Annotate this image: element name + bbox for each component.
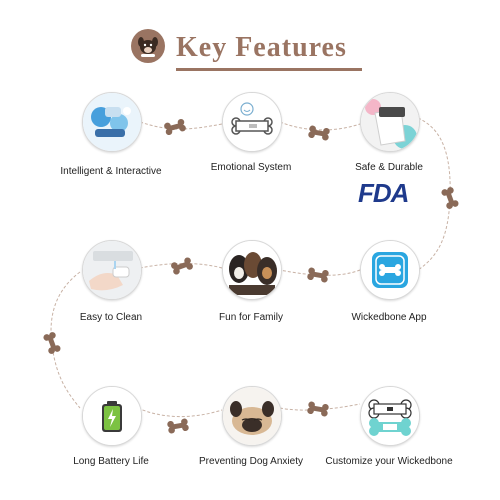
feature-label-anxiety: Preventing Dog Anxiety [199, 456, 303, 467]
customize-bone-image [360, 386, 420, 446]
app-icon [360, 240, 420, 300]
safe-durable-image [360, 92, 420, 152]
family-dogs-image [222, 240, 282, 300]
feature-label-family: Fun for Family [219, 312, 283, 323]
feature-label-safe: Safe & Durable [355, 162, 423, 173]
bone-decorations [43, 118, 459, 434]
feature-label-app: Wickedbone App [351, 312, 427, 323]
emotional-system-image [222, 92, 282, 152]
fda-badge: FDA [358, 178, 409, 208]
title-underline [176, 68, 362, 71]
feature-label-intelligent: Intelligent & Interactive [60, 166, 162, 177]
anxiety-dog-image [222, 386, 282, 446]
feature-label-clean: Easy to Clean [79, 312, 143, 323]
feature-label-customize: Customize your Wickedbone [325, 456, 453, 467]
feature-label-emotional: Emotional System [210, 162, 292, 173]
battery-icon [82, 386, 142, 446]
dog-logo-icon [131, 29, 165, 63]
easy-clean-image [82, 240, 142, 300]
feature-label-battery: Long Battery Life [73, 456, 149, 467]
robot-toy-image [82, 92, 142, 152]
page-title: Key Features [176, 32, 347, 63]
